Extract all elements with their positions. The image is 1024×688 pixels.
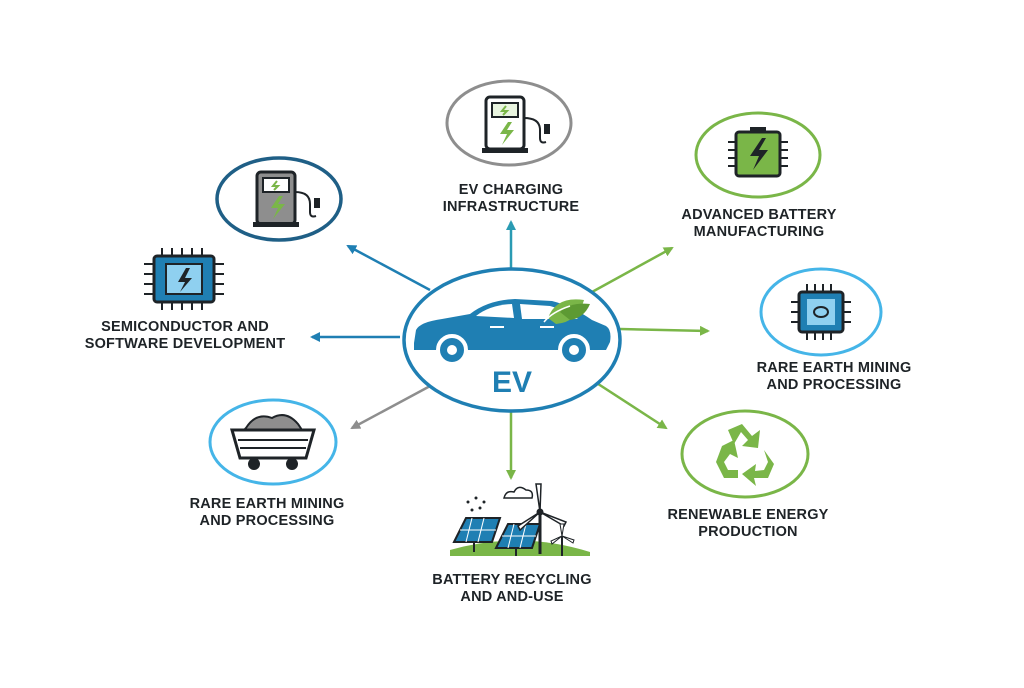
label-battery-recycling: BATTERY RECYCLING AND AND-USE — [432, 572, 592, 605]
recycle-icon — [716, 424, 774, 486]
node-ev-charging-infrastructure — [445, 79, 573, 167]
arrow-to-charging-left — [346, 244, 431, 292]
mine-cart-icon — [230, 414, 316, 470]
node-battery-recycling — [450, 483, 590, 556]
node-semiconductor-software — [144, 248, 224, 310]
center-ev-label: EV — [492, 366, 532, 399]
node-rare-earth-mining-right — [759, 267, 883, 357]
arrow-to-rare-earth-right — [619, 325, 710, 336]
charging-station-icon — [253, 170, 320, 227]
arrow-to-rare-earth-left — [350, 383, 433, 430]
center-ev-node: EV — [402, 267, 622, 413]
label-semiconductor-software: SEMICONDUCTOR AND SOFTWARE DEVELOPMENT — [84, 319, 286, 352]
arrow-to-battery-manufacturing — [591, 246, 674, 294]
wind-turbine-icon — [517, 483, 575, 556]
charging-station-icon — [482, 95, 550, 153]
cloud-icon — [503, 486, 534, 499]
node-rare-earth-mining-left — [208, 398, 338, 486]
label-advanced-battery-manufacturing: ADVANCED BATTERY MANUFACTURING — [681, 207, 837, 240]
battery-chip-icon — [728, 127, 788, 178]
label-rare-earth-mining-right: RARE EARTH MINING AND PROCESSING — [756, 360, 912, 393]
processor-chip-icon — [791, 284, 851, 340]
label-renewable-energy-production: RENEWABLE ENERGY PRODUCTION — [667, 507, 829, 540]
solar-wind-icon — [452, 483, 575, 556]
connector-arrows — [310, 220, 710, 480]
label-ev-charging-infrastructure: EV CHARGING INFRASTRUCTURE — [442, 182, 580, 215]
node-advanced-battery-manufacturing — [694, 111, 822, 199]
leaf-icon — [543, 299, 590, 324]
label-rare-earth-mining-left: RARE EARTH MINING AND PROCESSING — [189, 496, 345, 529]
node-charging-station-left — [215, 156, 343, 242]
circuit-chip-icon — [144, 248, 224, 310]
arrow-to-renewable-energy — [591, 378, 668, 430]
node-renewable-energy-production — [680, 409, 810, 499]
electric-car-icon — [414, 299, 611, 366]
